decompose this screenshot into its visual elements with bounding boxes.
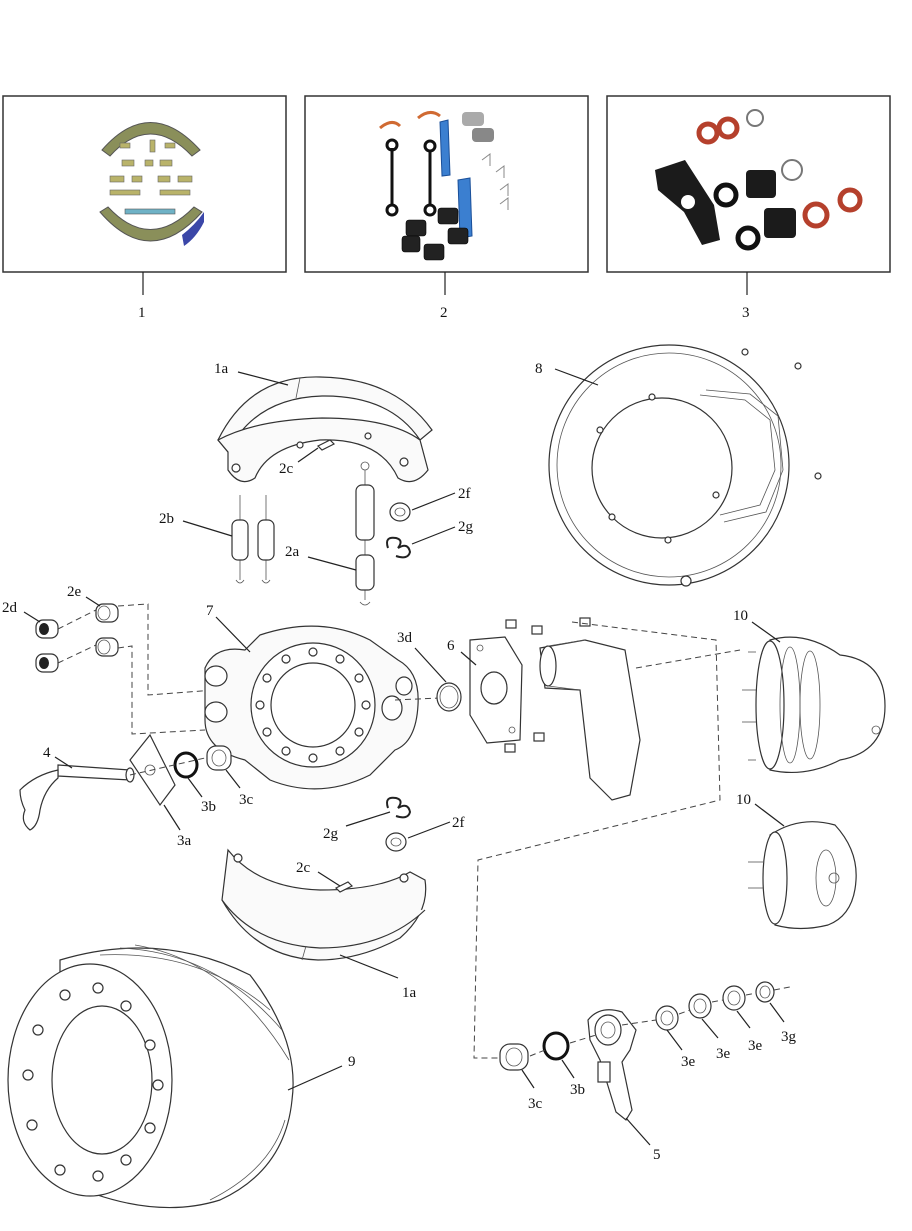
camshaft-4: [19, 764, 135, 831]
callout-8: 8: [535, 361, 543, 377]
callout-10-upper: 10: [733, 608, 748, 624]
brake-chamber-10-upper: [742, 636, 886, 774]
callout-2f-bottom: 2f: [452, 815, 465, 831]
callout-3d: 3d: [397, 630, 413, 646]
callout-3b-left: 3b: [201, 799, 216, 815]
pin-2c-bottom: [334, 881, 354, 893]
clip-2g-top: [386, 536, 412, 559]
return-springs-2b: [231, 495, 275, 584]
callout-2f-top: 2f: [458, 486, 471, 502]
callout-2a: 2a: [285, 544, 300, 560]
callout-5: 5: [653, 1147, 661, 1163]
callout-2c-bottom: 2c: [296, 860, 311, 876]
callout-3c-left: 3c: [239, 792, 254, 808]
brake-shoe-lower: [221, 848, 427, 961]
brake-drum-9: [7, 944, 294, 1209]
kit-2-label: 2: [440, 305, 448, 321]
callout-2e: 2e: [67, 584, 82, 600]
slack-adjuster-5: [587, 1009, 637, 1121]
brake-chamber-10-lower: [748, 821, 857, 930]
gasket-6: [469, 636, 523, 744]
callout-3e-1: 3e: [681, 1054, 696, 1070]
callout-3g: 3g: [781, 1029, 797, 1045]
kit-3-label: 3: [742, 305, 750, 321]
roller-2f-top: [389, 502, 411, 522]
callout-1a-top: 1a: [214, 361, 229, 377]
brake-spider-7: [204, 625, 419, 790]
seal-3b-left: [173, 751, 199, 779]
clip-2g-bottom: [386, 796, 412, 819]
bush-3c-right: [499, 1043, 529, 1071]
callout-1a-bottom: 1a: [402, 985, 417, 1001]
callout-7: 7: [206, 603, 214, 619]
callout-2d: 2d: [2, 600, 18, 616]
callout-10-lower: 10: [736, 792, 751, 808]
kit-2-panel: [304, 95, 589, 273]
seal-3b-right: [542, 1031, 570, 1061]
washers-3e: [655, 985, 746, 1031]
return-spring-2a: [355, 461, 375, 606]
callout-2b: 2b: [159, 511, 174, 527]
kit-3-panel: [606, 95, 891, 273]
callout-4: 4: [43, 745, 51, 761]
callout-9: 9: [348, 1054, 356, 1070]
bush-3c-left: [206, 745, 232, 771]
snap-ring-3g: [755, 981, 775, 1003]
callout-3e-3: 3e: [748, 1038, 763, 1054]
dust-shield-8: [548, 344, 822, 587]
callout-3e-2: 3e: [716, 1046, 731, 1062]
axle-bracket: [504, 617, 641, 801]
roller-2f-bottom: [385, 832, 407, 852]
kit-1-label: 1: [138, 305, 146, 321]
callout-3c-right: 3c: [528, 1096, 543, 1112]
brake-shoe-upper: [217, 376, 433, 483]
kit-1-panel: [2, 95, 287, 273]
callout-2g-top: 2g: [458, 519, 474, 535]
ring-3d: [436, 682, 462, 712]
callout-2g-bottom: 2g: [323, 826, 339, 842]
callout-3b-right: 3b: [570, 1082, 585, 1098]
callout-2c-top: 2c: [279, 461, 294, 477]
bushes-2d-2e: [35, 603, 119, 673]
pin-2c-top: [316, 439, 336, 451]
callout-3a: 3a: [177, 833, 192, 849]
callout-6: 6: [447, 638, 455, 654]
